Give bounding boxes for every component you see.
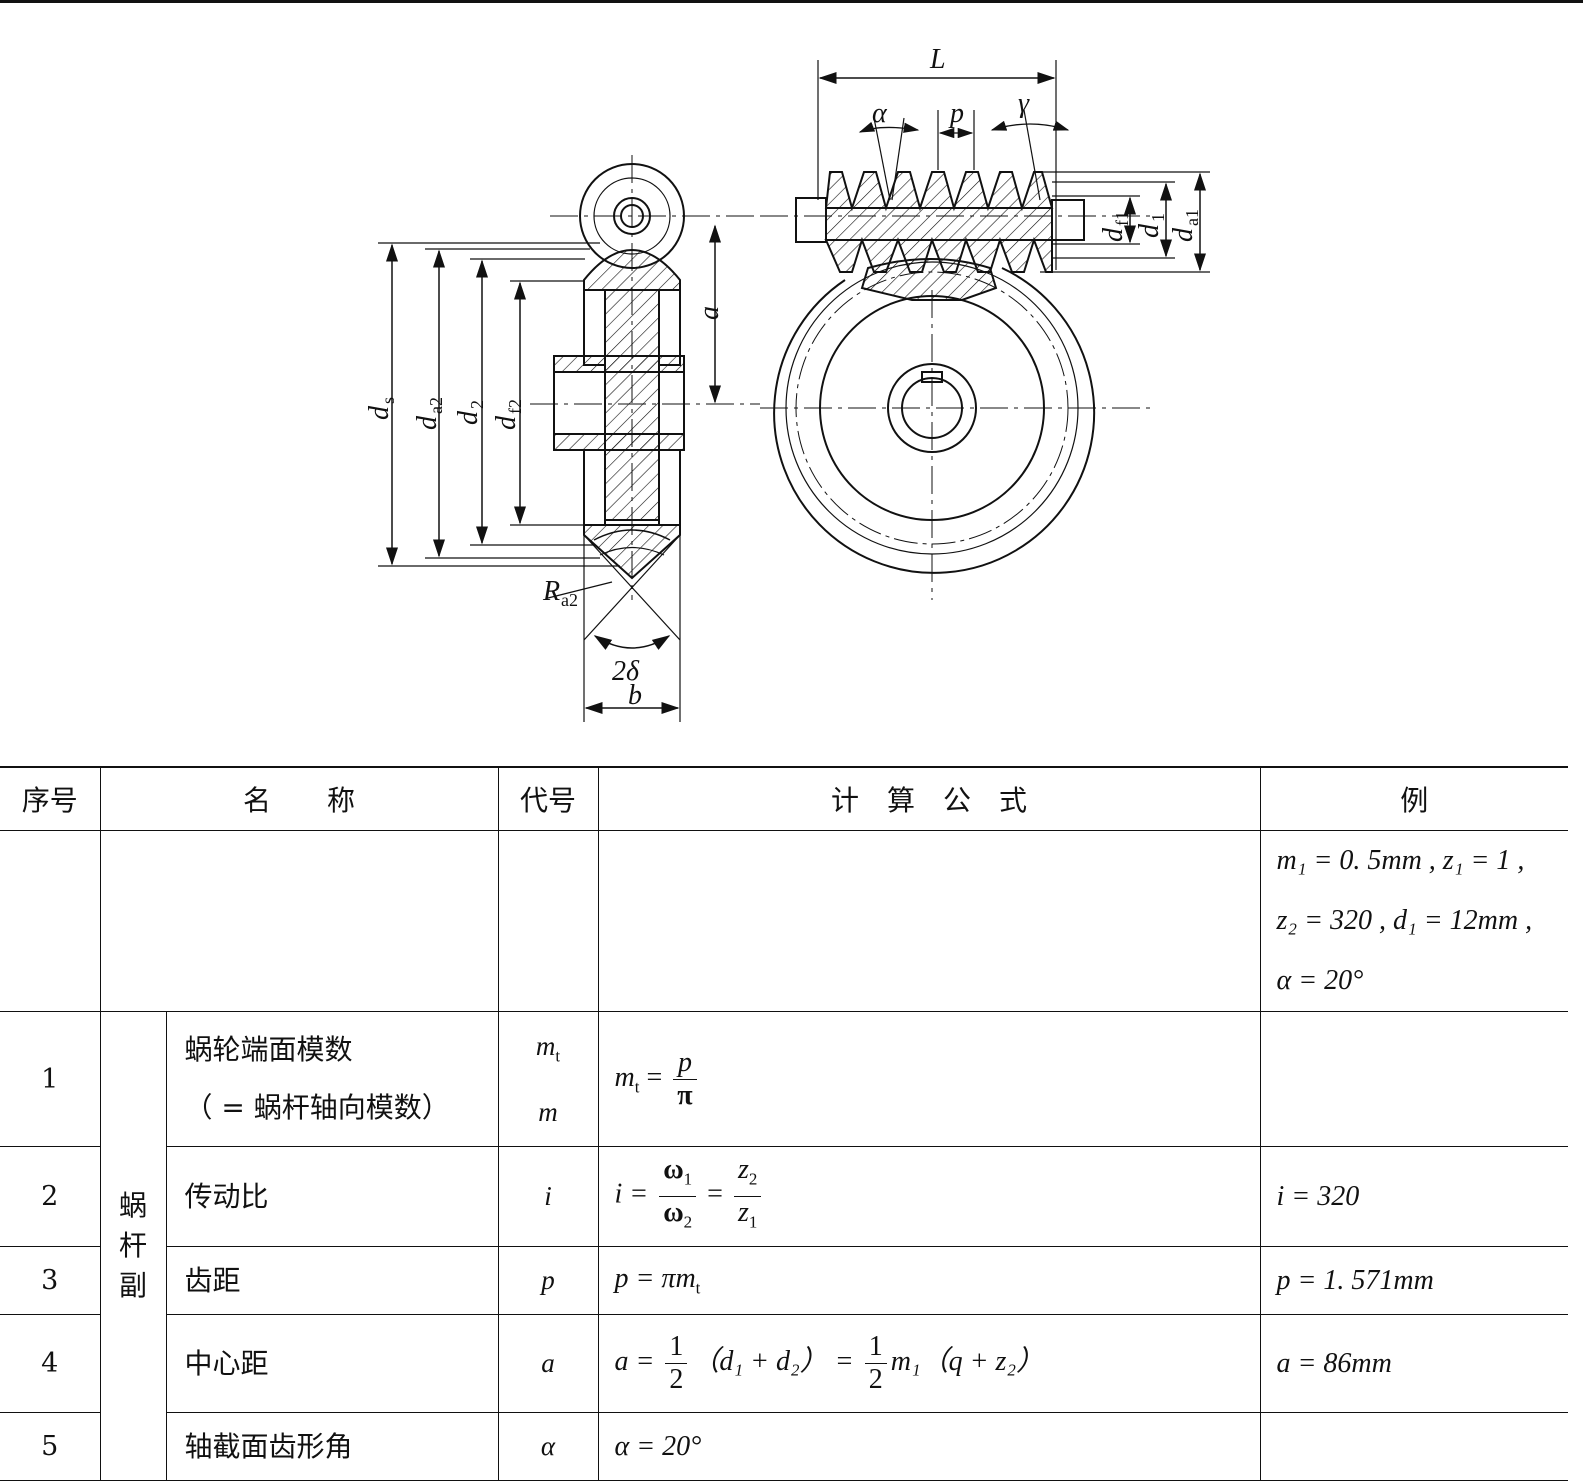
label-df1-sub: f1 [1112,211,1132,226]
label-d1: d [1134,223,1165,238]
row-example: p = 1. 571mm [1259,1246,1569,1315]
row-name: 传动比 [165,1146,499,1247]
group-label-worm-pair: 蜗 杆 副 [99,1011,167,1481]
label-da2-sub: a2 [426,397,446,414]
label-Ra2-sub: a2 [561,590,578,610]
row-symbol: p [497,1246,599,1315]
label-df2-sub: f2 [505,399,525,414]
row-no: 5 [0,1412,101,1481]
row-no: 2 [0,1146,101,1247]
row-symbol: a [497,1314,599,1413]
row-name: 轴截面齿形角 [165,1412,499,1481]
label-d1-sub: 1 [1148,213,1168,222]
label-L: L [929,44,946,75]
label-da2: d [412,415,443,430]
table-row-given: m₁ = 0. 5mm , z₁ = 1 , z₂ = 320 , d₁ = 1… [0,830,1569,1012]
row-no: 3 [0,1246,101,1315]
label-df2: d [491,415,522,430]
label-gamma: γ [1018,88,1030,119]
label-ds-sub: s [378,397,398,404]
row-name: 蜗轮端面模数 （ = 蜗杆轴向模数） [165,1011,499,1147]
header-formula: 计 算 公 式 [597,766,1261,831]
table-row: 3 齿距 p p = πmt p = 1. 571mm [0,1246,1569,1315]
label-a: a [694,306,725,320]
calculation-table: 序号 名 称 代号 计 算 公 式 例 m₁ = 0. 5mm , z₁ = 1… [0,766,1569,1481]
row-no: 1 [0,1011,101,1147]
label-p: p [948,98,964,129]
row-name: 中心距 [165,1314,499,1413]
top-rule [0,0,1583,3]
table-row: 5 轴截面齿形角 α α = 20° [0,1412,1569,1481]
row-symbol: mt m [497,1011,599,1147]
worm-front-view [760,60,1210,600]
example-given: m₁ = 0. 5mm , z₁ = 1 , z₂ = 320 , d₁ = 1… [1259,830,1569,1012]
label-df1: d [1098,227,1129,242]
row-name: 齿距 [165,1246,499,1315]
label-alpha: α [872,98,888,129]
header-name: 名 称 [99,766,499,831]
row-symbol: α [497,1412,599,1481]
row-symbol: i [497,1146,599,1247]
row-example: i = 320 [1259,1146,1569,1247]
label-d2: d [453,410,484,425]
label-da1-sub: a1 [1182,209,1202,226]
label-da1: d [1168,227,1199,242]
row-formula: p = πmt [597,1246,1261,1315]
label-ds: d [364,405,395,420]
header-example: 例 [1259,766,1569,831]
header-no: 序号 [0,766,101,831]
label-d2-sub: 2 [467,400,487,409]
row-example: a = 86mm [1259,1314,1569,1413]
row-no: 4 [0,1314,101,1413]
header-symbol: 代号 [497,766,599,831]
row-formula: α = 20° [597,1412,1261,1481]
table-header-row: 序号 名 称 代号 计 算 公 式 例 [0,766,1569,831]
label-Ra2: R [542,576,560,607]
label-2delta: 2δ [612,656,640,687]
worm-gear-drawing: L α p γ a 2δ b R a2 d s d a2 d 2 d f2 d … [364,44,1210,722]
row-example [1259,1412,1569,1481]
label-b: b [628,680,642,711]
row-example [1259,1011,1569,1147]
wheel-section-view [378,155,760,722]
